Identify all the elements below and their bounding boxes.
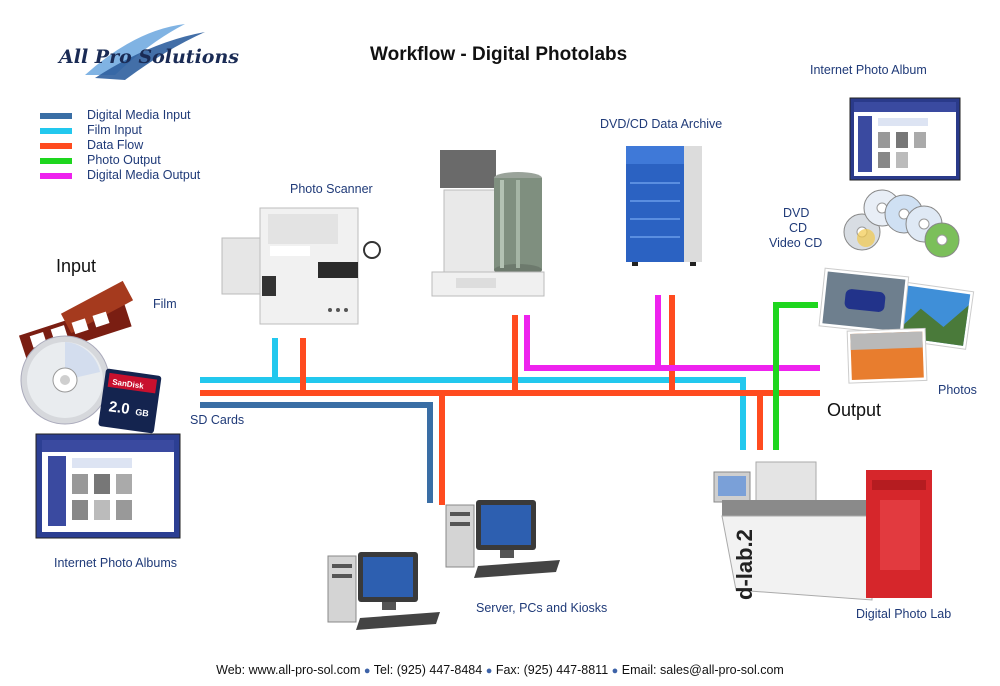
- dvd-cd-data-archive-label: DVD/CD Data Archive: [600, 117, 723, 131]
- footer: Web: www.all-pro-sol.com ● Tel: (925) 44…: [0, 663, 1000, 677]
- minilab-brand: d-lab.2: [732, 529, 757, 600]
- digital-media-output-line: [524, 315, 820, 371]
- film-label: Film: [153, 297, 177, 311]
- bullet-icon: ●: [611, 665, 619, 677]
- legend-label: Film Input: [87, 123, 142, 137]
- legend-label: Photo Output: [87, 153, 161, 167]
- legend-swatch: [40, 173, 72, 179]
- bullet-icon: ●: [485, 665, 493, 677]
- minilab-icon: d-lab.2: [713, 461, 932, 601]
- footer-fax: Fax: (925) 447-8811: [495, 663, 609, 677]
- internet-photo-albums-label: Internet Photo Albums: [54, 556, 177, 570]
- sd-card-brand: SanDisk: [112, 377, 145, 390]
- dvd-label: DVD: [783, 206, 810, 220]
- desktop-pc-icon: [327, 552, 440, 630]
- legend-label: Digital Media Output: [87, 168, 201, 182]
- legend-swatch: [40, 113, 72, 119]
- photo-scanner-icon: [221, 207, 381, 325]
- logo: All Pro Solutions: [55, 20, 239, 90]
- logo-swoosh-icon: [85, 24, 205, 80]
- sd-card-size: 2.0: [108, 398, 131, 418]
- monitor-icon: [849, 97, 961, 181]
- page-title: Workflow - Digital Photolabs: [370, 44, 628, 65]
- legend-swatch: [40, 158, 72, 164]
- sd-card-unit: GB: [135, 407, 150, 419]
- data-archive-icon: [626, 146, 702, 266]
- photo-prints-icon: [818, 267, 975, 384]
- sd-card-icon: SanDisk 2.0 GB: [98, 368, 162, 434]
- output-label: Output: [827, 400, 882, 420]
- internet-photo-album-label: Internet Photo Album: [810, 63, 927, 77]
- disc-duplicator-icon: [431, 150, 545, 297]
- cd-disc-icon: [20, 335, 110, 425]
- digital-photo-lab-label: Digital Photo Lab: [856, 607, 952, 621]
- monitor-icon: [35, 433, 181, 539]
- video-cd-label: Video CD: [769, 236, 823, 250]
- logo-text: All Pro Solutions: [59, 46, 239, 68]
- input-label: Input: [56, 256, 97, 276]
- desktop-pc-icon: [445, 500, 560, 578]
- legend-swatch: [40, 143, 72, 149]
- film-strip-icon: [18, 280, 134, 361]
- photos-label: Photos: [938, 383, 977, 397]
- disc-stack-icon: [843, 189, 960, 258]
- legend-label: Data Flow: [87, 138, 144, 152]
- bullet-icon: ●: [363, 665, 371, 677]
- servers-label: Server, PCs and Kiosks: [476, 601, 608, 615]
- sd-cards-label: SD Cards: [190, 413, 245, 427]
- footer-tel: Tel: (925) 447-8484: [373, 663, 483, 677]
- legend-swatch: [40, 128, 72, 134]
- footer-email[interactable]: Email: sales@all-pro-sol.com: [621, 663, 784, 677]
- film-input-line: [200, 377, 746, 450]
- cd-label: CD: [789, 221, 808, 235]
- footer-web[interactable]: Web: www.all-pro-sol.com: [216, 663, 361, 677]
- legend-label: Digital Media Input: [87, 108, 191, 122]
- photo-scanner-label: Photo Scanner: [290, 182, 373, 196]
- photo-output-line: [773, 302, 818, 450]
